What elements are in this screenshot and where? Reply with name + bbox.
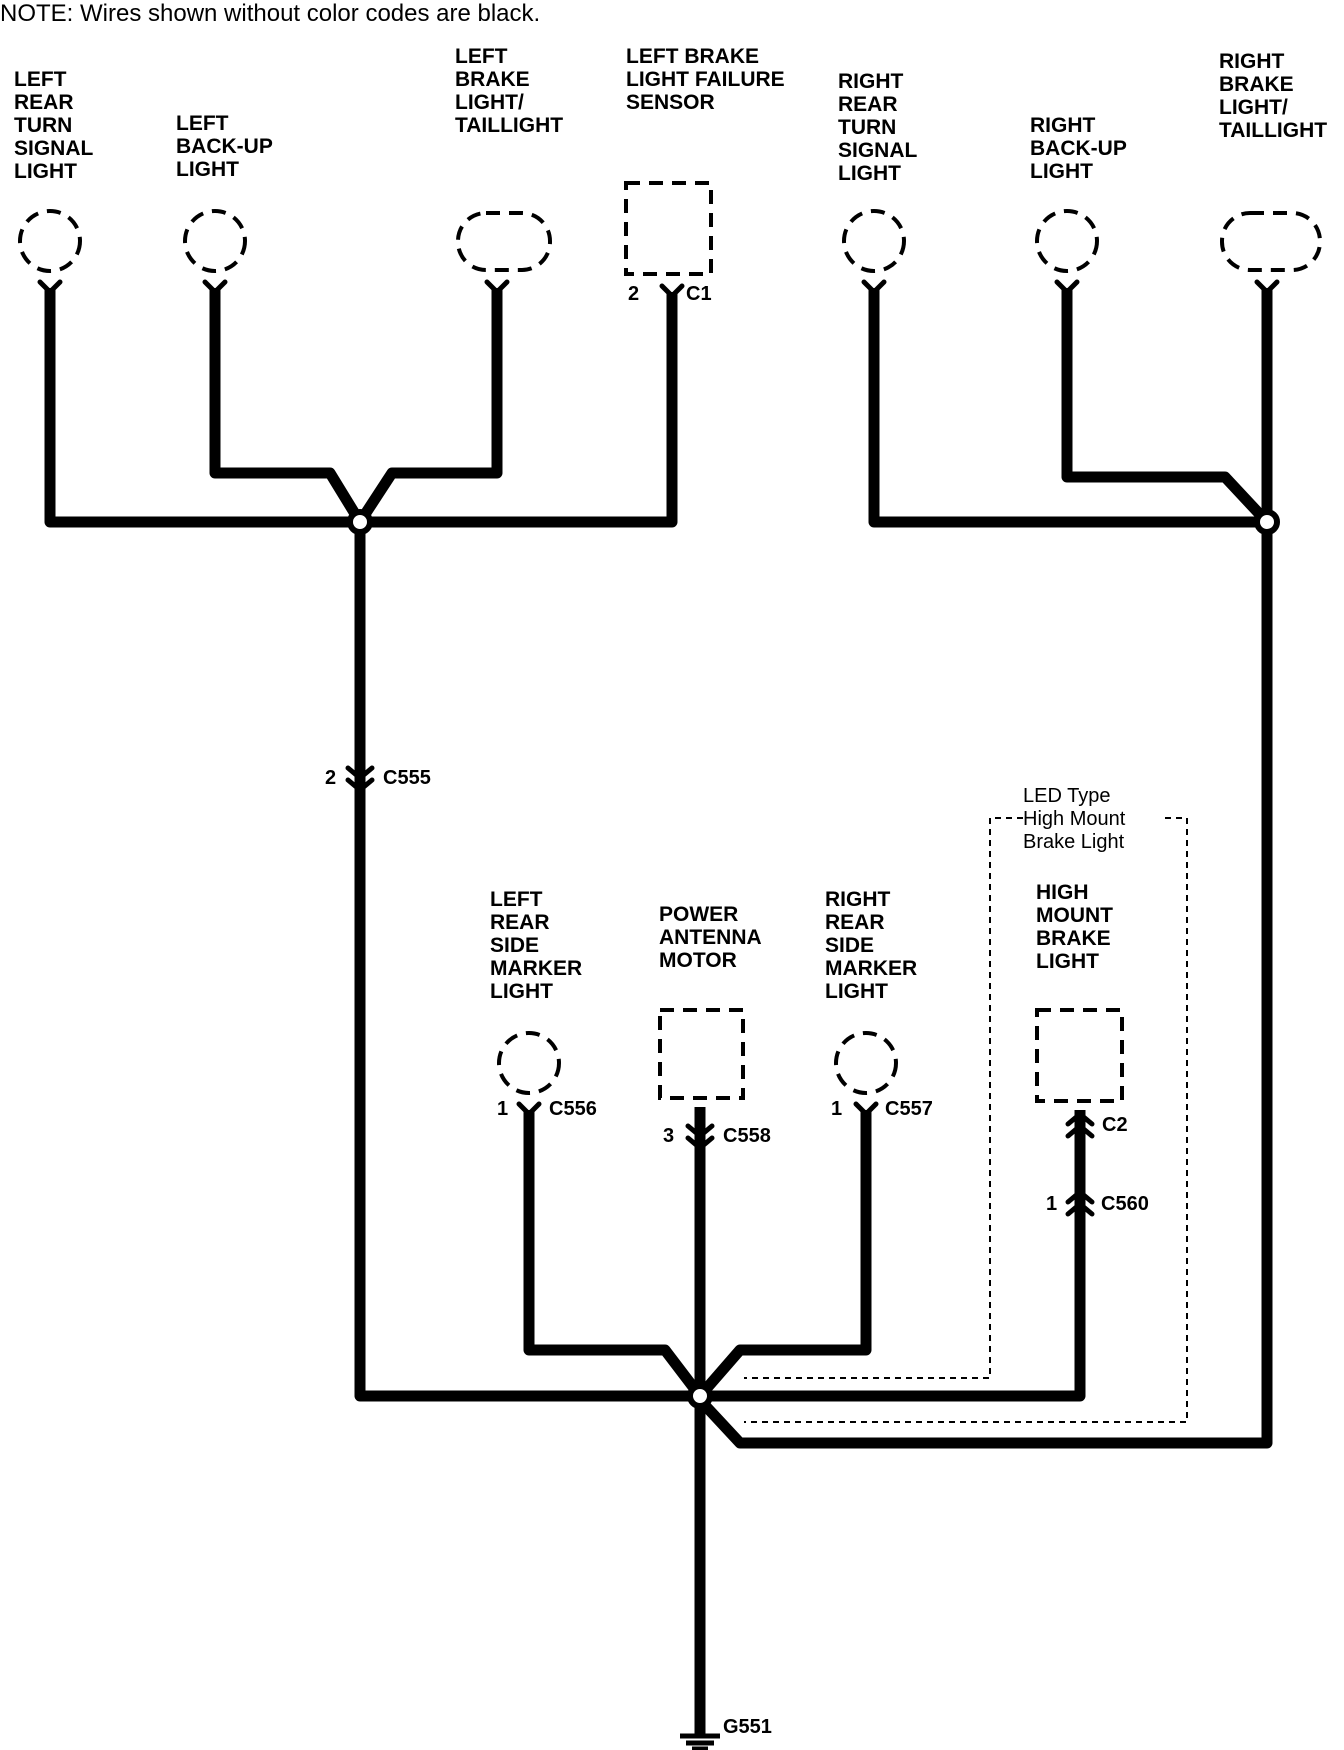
c556-label: C556 <box>549 1098 597 1120</box>
left-backup-light-symbol <box>183 209 247 273</box>
connector-c560-symbol <box>1065 1188 1095 1217</box>
high-mount-brake-light-symbol <box>1035 1008 1124 1103</box>
terminal-c557 <box>853 1101 879 1118</box>
c2-label: C2 <box>1102 1114 1128 1136</box>
label-right-brake-light: RIGHT BRAKE LIGHT/ TAILLIGHT <box>1219 50 1328 142</box>
terminal-right-backup <box>1054 279 1080 296</box>
left-rear-side-marker-light-symbol <box>497 1031 561 1095</box>
connector-c2-symbol <box>1065 1110 1095 1139</box>
c558-pin-number: 3 <box>663 1125 675 1147</box>
c555-label: C555 <box>383 767 431 789</box>
terminal-right-rear-turn <box>861 279 887 296</box>
terminal-c556 <box>516 1101 542 1118</box>
wire-left-backup <box>209 288 365 525</box>
c560-label: C560 <box>1101 1193 1149 1215</box>
c555-pin-number: 2 <box>325 767 337 789</box>
left-brake-light-symbol <box>456 211 552 272</box>
label-right-rear-side-marker-light: RIGHT REAR SIDE MARKER LIGHT <box>825 888 918 1003</box>
label-right-backup-light: RIGHT BACK-UP LIGHT <box>1030 114 1127 183</box>
c556-pin-number: 1 <box>497 1098 509 1120</box>
wire-side-marker-right <box>695 1110 872 1400</box>
sensor-pin-number: 2 <box>628 283 640 305</box>
ground-label: G551 <box>723 1716 772 1738</box>
power-antenna-motor-symbol <box>658 1008 745 1100</box>
label-left-rear-side-marker-light: LEFT REAR SIDE MARKER LIGHT <box>490 888 583 1003</box>
splice-lower <box>687 1383 713 1409</box>
left-brake-light-failure-sensor-symbol <box>624 181 713 276</box>
right-backup-light-symbol <box>1035 209 1099 273</box>
right-rear-turn-signal-light-symbol <box>842 209 906 273</box>
label-power-antenna-motor: POWER ANTENNA MOTOR <box>659 903 762 972</box>
right-brake-light-symbol <box>1220 211 1322 272</box>
terminal-left-backup <box>202 279 228 296</box>
terminal-left-brake <box>484 279 510 296</box>
c558-label: C558 <box>723 1125 771 1147</box>
right-rear-side-marker-light-symbol <box>834 1031 898 1095</box>
wire-left-sensor <box>360 292 678 528</box>
label-left-backup-light: LEFT BACK-UP LIGHT <box>176 112 273 181</box>
wire-left-rear-turn <box>44 288 360 528</box>
label-left-rear-turn-signal-light: LEFT REAR TURN SIGNAL LIGHT <box>14 68 94 183</box>
wire-right-trunk <box>695 522 1273 1449</box>
c557-label: C557 <box>885 1098 933 1120</box>
terminal-sensor <box>659 283 685 300</box>
label-right-rear-turn-signal-light: RIGHT REAR TURN SIGNAL LIGHT <box>838 70 918 185</box>
splice-left <box>347 509 373 535</box>
led-type-boundary <box>744 817 1188 1423</box>
wire-right-rear-turn <box>868 288 1267 528</box>
wire-left-brake <box>355 288 503 526</box>
terminal-left-rear-turn <box>37 279 63 296</box>
sensor-connector-label: C1 <box>686 283 712 305</box>
note-text: NOTE: Wires shown without color codes ar… <box>0 0 541 27</box>
label-led-type: LED Type High Mount Brake Light <box>1023 785 1126 853</box>
splice-right <box>1254 509 1280 535</box>
terminal-right-brake <box>1254 279 1280 296</box>
label-left-brake-light-failure-sensor: LEFT BRAKE LIGHT FAILURE SENSOR <box>626 45 785 114</box>
connector-c555-symbol <box>345 765 375 794</box>
label-left-brake-light: LEFT BRAKE LIGHT/ TAILLIGHT <box>455 45 564 137</box>
wire-right-backup <box>1061 288 1272 526</box>
wire-left-trunk <box>354 522 700 1402</box>
c560-pin-number: 1 <box>1046 1193 1058 1215</box>
label-high-mount-brake-light: HIGH MOUNT BRAKE LIGHT <box>1036 881 1113 973</box>
ground-symbol <box>680 1733 720 1750</box>
left-rear-turn-signal-light-symbol <box>18 209 82 273</box>
wire-side-marker-left <box>523 1110 705 1400</box>
c557-pin-number: 1 <box>831 1098 843 1120</box>
connector-c558-symbol <box>685 1123 715 1152</box>
